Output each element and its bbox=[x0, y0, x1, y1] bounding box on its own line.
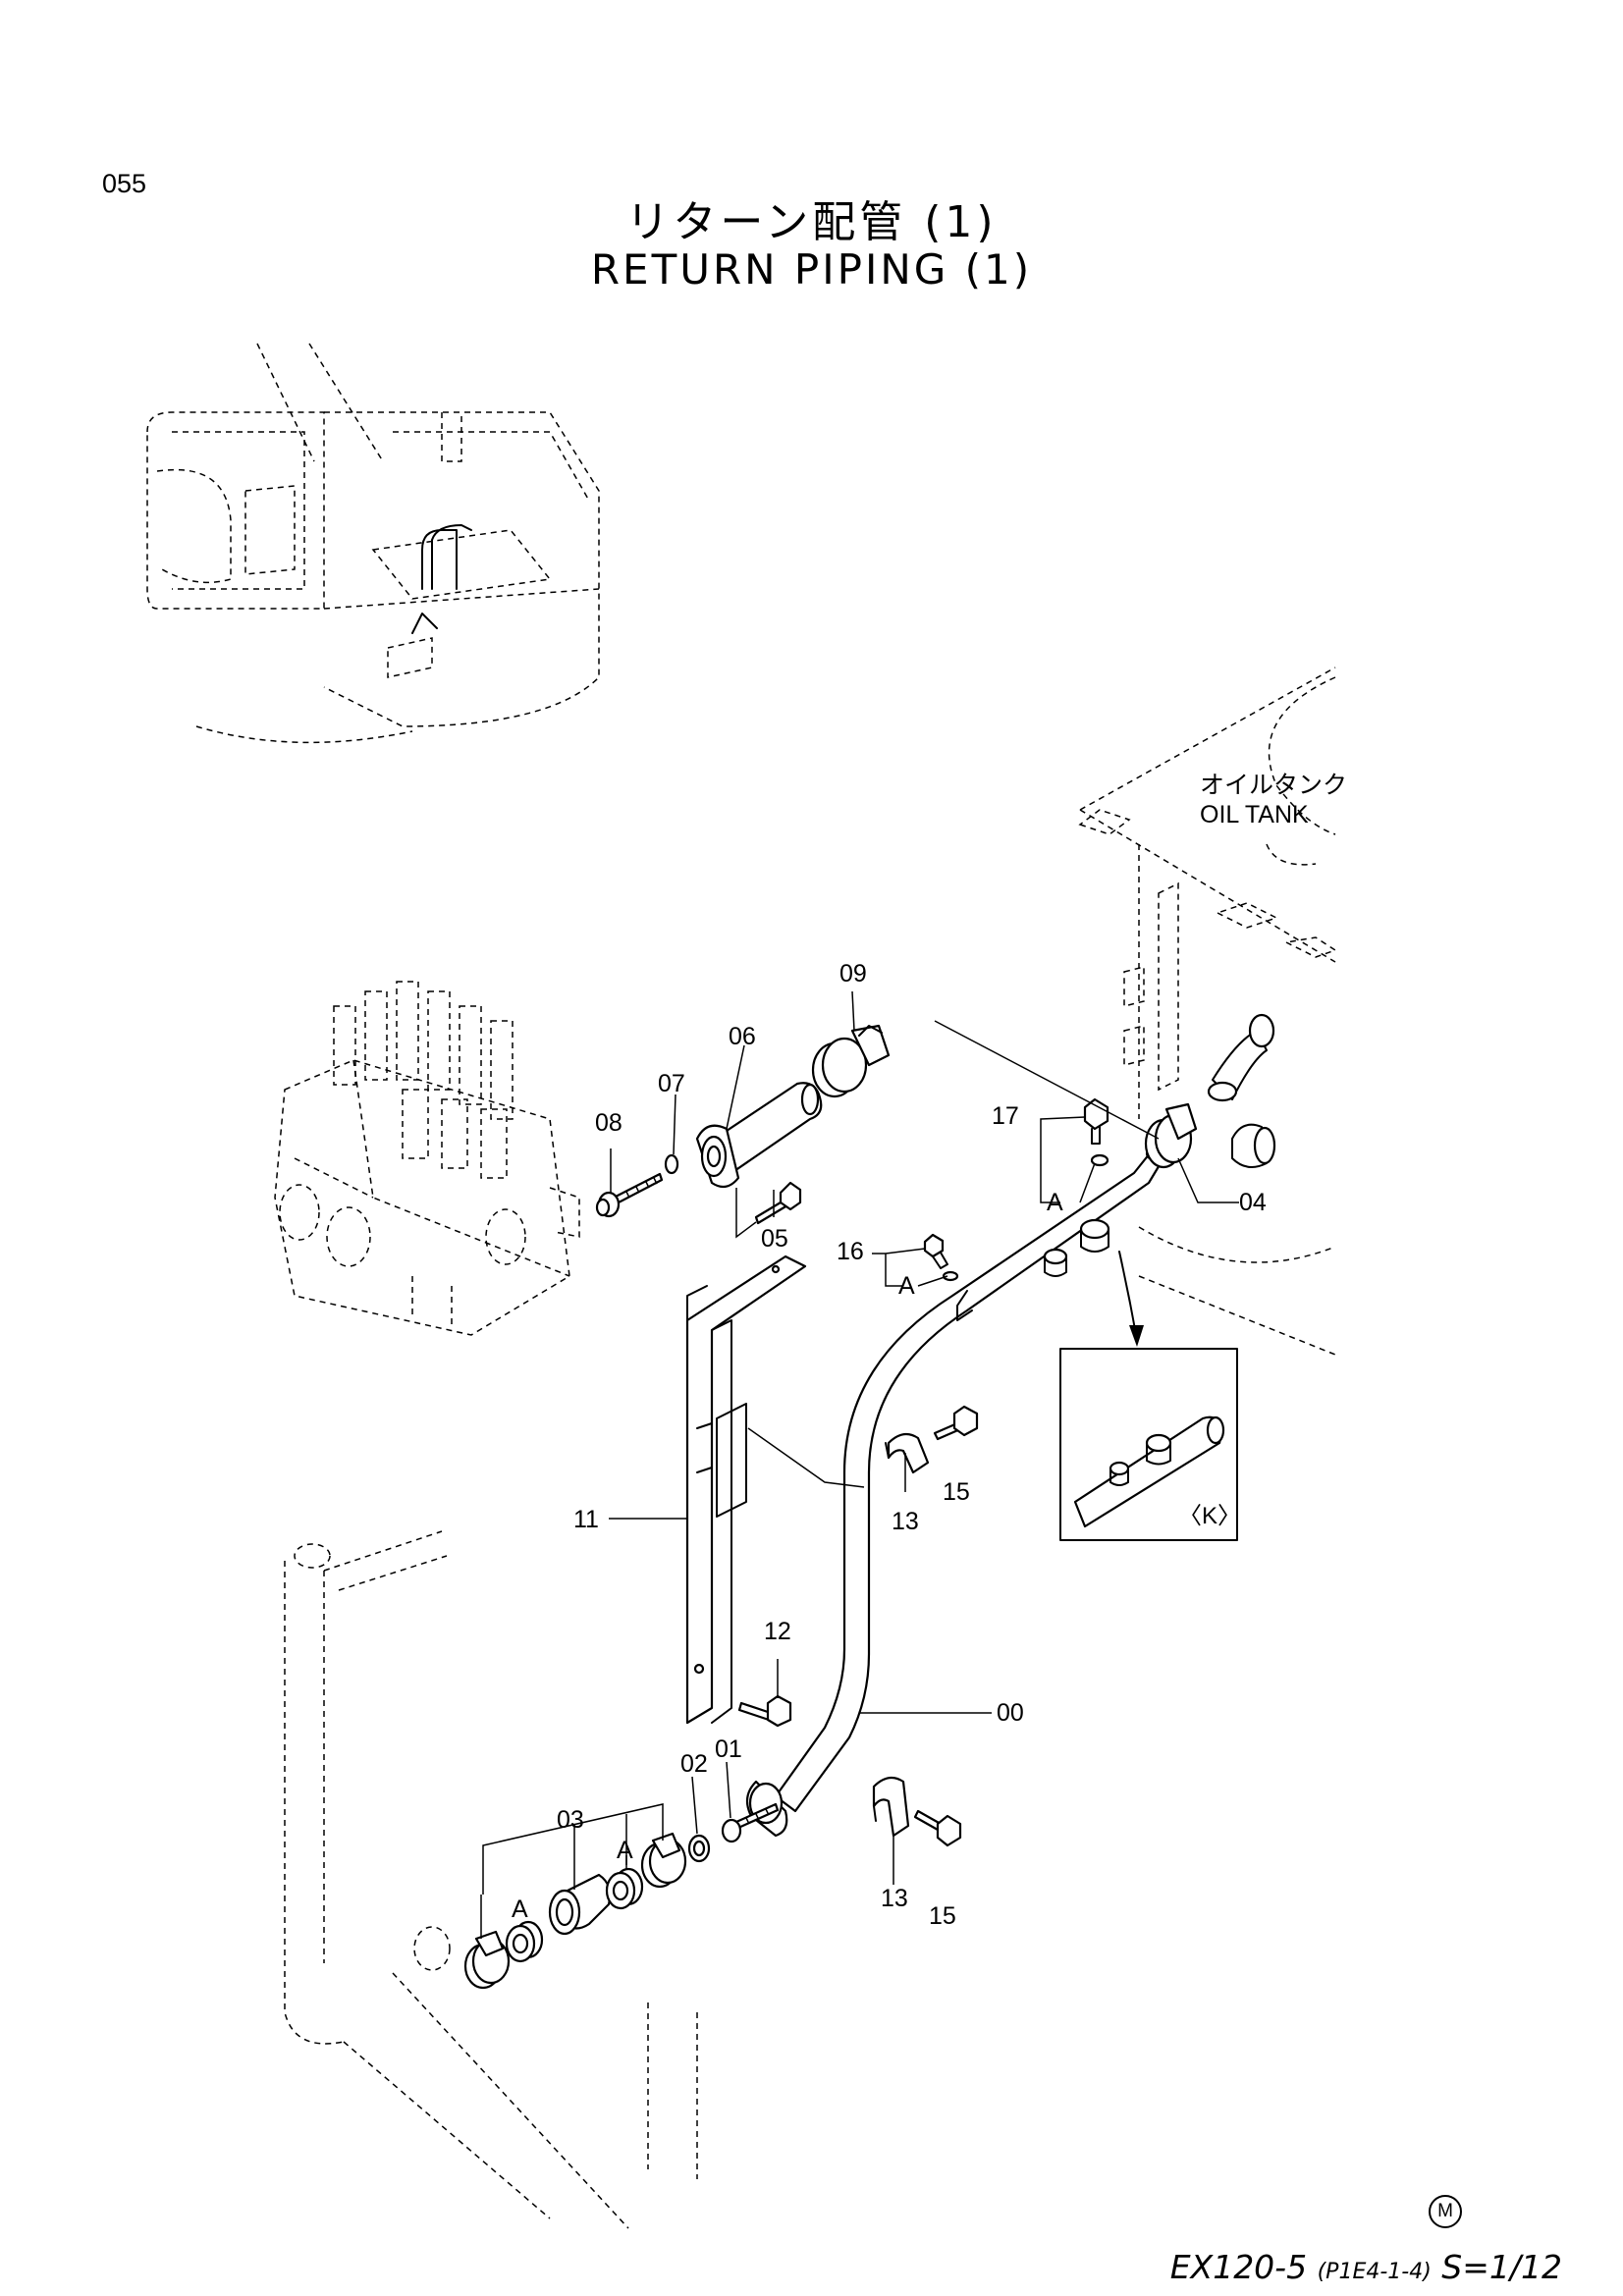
part-07-o-ring bbox=[664, 1153, 679, 1175]
part-number-02: 02 bbox=[680, 1750, 708, 1778]
m-mark: M bbox=[1429, 2195, 1462, 2228]
part-number-12: 12 bbox=[764, 1618, 791, 1645]
part-number-04: 04 bbox=[1239, 1189, 1267, 1216]
page-title-jp: リターン配管 (1) bbox=[625, 197, 998, 247]
part-12-bolt bbox=[737, 1694, 792, 1728]
page-number: 055 bbox=[102, 169, 147, 198]
part-number-15-upper: 15 bbox=[943, 1478, 970, 1506]
excavator-overview-illustration bbox=[146, 343, 600, 744]
part-number-13-upper: 13 bbox=[892, 1508, 919, 1535]
part-03-hose bbox=[548, 1873, 612, 1936]
oil-tank-label-en: OIL TANK bbox=[1200, 801, 1309, 828]
leader-lines bbox=[480, 990, 1239, 1939]
part-13-clip-lower bbox=[872, 1776, 910, 1838]
part-numbers: 09 06 07 08 05 17 A 04 16 A 11 13 15 12 … bbox=[512, 960, 1267, 1930]
part-number-06: 06 bbox=[729, 1023, 756, 1050]
part-15-bolt-lower bbox=[913, 1809, 962, 1847]
part-05-bolt bbox=[754, 1181, 802, 1225]
part-number-13-lower: 13 bbox=[881, 1885, 908, 1912]
footer-model: EX120-5 bbox=[1169, 2248, 1308, 2286]
part-clamp-lower-left bbox=[463, 1930, 511, 1990]
page-title-en: RETURN PIPING (1) bbox=[590, 245, 1033, 294]
oil-tank-illustration bbox=[1078, 667, 1337, 1356]
part-number-15-lower: 15 bbox=[929, 1902, 956, 1930]
part-17-bolt bbox=[1083, 1097, 1109, 1167]
part-clamp-lower-right bbox=[640, 1832, 687, 1889]
part-number-08: 08 bbox=[595, 1109, 622, 1137]
part-collar-a-right bbox=[605, 1867, 644, 1910]
part-ref-a-right: A bbox=[617, 1837, 633, 1864]
detail-k-inset bbox=[1059, 1251, 1238, 1541]
part-number-17: 17 bbox=[992, 1102, 1019, 1130]
detail-k-label: 〈K〉 bbox=[1178, 1503, 1241, 1529]
part-number-00: 00 bbox=[997, 1699, 1024, 1727]
footer-scale: S=1/12 bbox=[1441, 2248, 1562, 2286]
part-08-bolt bbox=[595, 1172, 664, 1218]
control-valve-illustration bbox=[274, 981, 580, 1336]
footer-model-code: EX120-5 (P1E4-1-4) S=1/12 bbox=[1170, 2248, 1562, 2286]
part-02-washer bbox=[687, 1834, 711, 1863]
part-ref-a-17: A bbox=[1047, 1189, 1063, 1216]
part-number-03: 03 bbox=[557, 1806, 584, 1834]
part-number-01: 01 bbox=[715, 1735, 742, 1763]
radiator-illustration bbox=[284, 1530, 698, 2229]
part-11-bracket bbox=[685, 1255, 807, 1725]
part-01-bolt bbox=[721, 1802, 780, 1843]
part-collar-a-left bbox=[505, 1920, 544, 1963]
part-04-clamp bbox=[1144, 1102, 1198, 1169]
part-number-07: 07 bbox=[658, 1070, 685, 1097]
part-number-16: 16 bbox=[837, 1238, 864, 1265]
part-13-clip-upper bbox=[885, 1432, 930, 1474]
oil-tank-label-jp: オイルタンク bbox=[1200, 772, 1347, 799]
part-ref-a-16: A bbox=[898, 1272, 915, 1300]
part-number-11: 11 bbox=[573, 1506, 599, 1533]
part-15-bolt-upper bbox=[933, 1405, 979, 1441]
part-09-clamp bbox=[811, 1024, 891, 1098]
part-06-hose bbox=[695, 1082, 823, 1189]
part-16-bolt bbox=[923, 1233, 959, 1282]
part-number-09: 09 bbox=[839, 960, 867, 988]
part-ref-a-left: A bbox=[512, 1896, 528, 1923]
footer-code: (P1E4-1-4) bbox=[1317, 2260, 1432, 2284]
part-number-05: 05 bbox=[761, 1225, 788, 1253]
